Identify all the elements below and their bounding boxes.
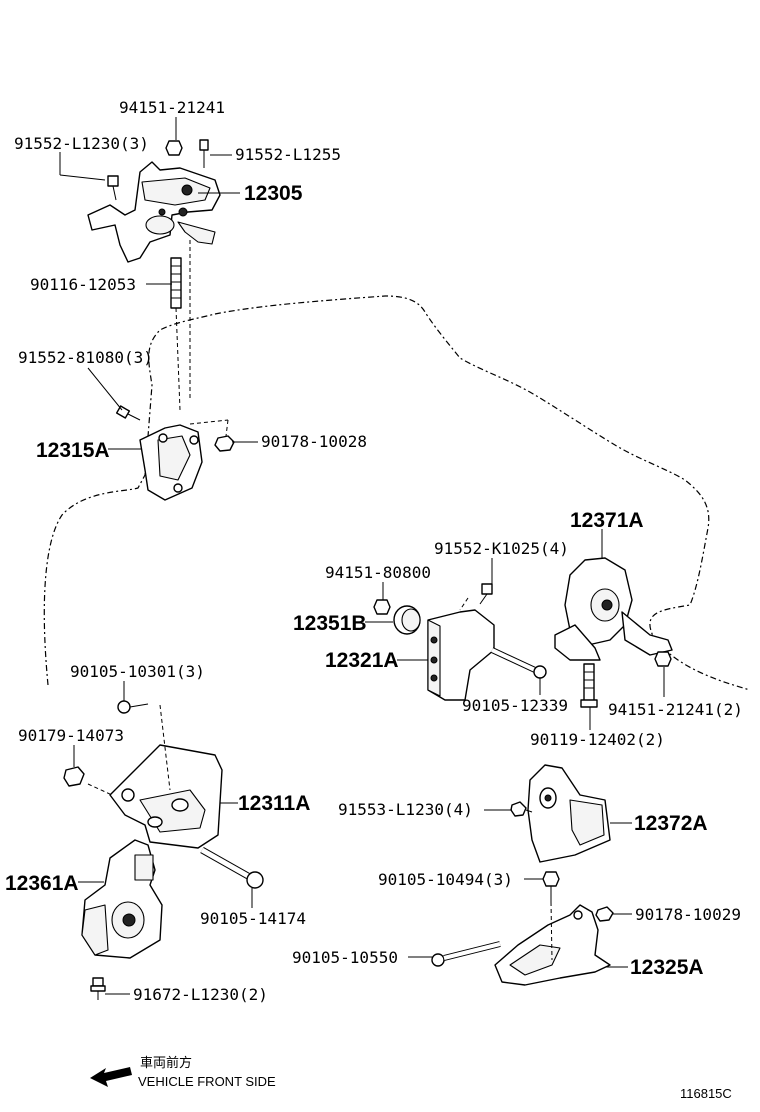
- bracket-12311A: [109, 744, 223, 849]
- bolt-91552-L1255: [199, 139, 209, 168]
- label-90119-12402-2: 90119-12402(2): [530, 730, 665, 749]
- bolt-90105-10301: [117, 700, 149, 714]
- nut-94151-80800: [373, 599, 391, 615]
- illustration-id: 116815C: [680, 1086, 732, 1101]
- label-90179-14073: 90179-14073: [18, 726, 124, 745]
- nut-90179-14073: [63, 766, 85, 787]
- bolt-90119-12402: [580, 663, 598, 708]
- nut-94151-21241: [165, 140, 183, 156]
- label-90105-10494-3: 90105-10494(3): [378, 870, 513, 889]
- label-12371A: 12371A: [570, 509, 644, 532]
- direction-english: VEHICLE FRONT SIDE: [138, 1074, 276, 1089]
- bolt-91672-L1230: [90, 977, 106, 1000]
- label-90105-10550: 90105-10550: [292, 948, 398, 967]
- engine-outline: [43, 295, 751, 691]
- bolt-91552-L1230: [107, 175, 119, 201]
- bolt-90105-10550: [431, 941, 501, 967]
- label-12321A: 12321A: [325, 649, 399, 672]
- engine-mount-12305: [87, 161, 221, 263]
- label-91552-L1230-3: 91552-L1230(3): [14, 134, 149, 153]
- label-90105-10301-3: 90105-10301(3): [70, 662, 205, 681]
- label-12305: 12305: [244, 182, 303, 205]
- bolt-90105-12339: [490, 647, 547, 679]
- label-94151-21241-2: 94151-21241(2): [608, 700, 743, 719]
- label-12361A: 12361A: [5, 872, 79, 895]
- nut-90178-10028: [214, 435, 235, 452]
- stud-90116-12053: [170, 257, 182, 309]
- bushing-12351B: [393, 605, 421, 635]
- bolt-90105-10494: [542, 871, 560, 902]
- label-12372A: 12372A: [634, 812, 708, 835]
- label-91552-K1025-4: 91552-K1025(4): [434, 539, 569, 558]
- label-12311A: 12311A: [238, 792, 310, 815]
- label-91553-L1230-4: 91553-L1230(4): [338, 800, 473, 819]
- bolt-90105-14174: [200, 846, 264, 889]
- bracket-12321A: [427, 609, 495, 701]
- label-90105-14174: 90105-14174: [200, 909, 306, 928]
- bracket-12325A: [494, 904, 611, 986]
- bracket-12315A: [139, 424, 203, 501]
- nut-90178-10029: [595, 906, 614, 922]
- label-90105-12339: 90105-12339: [462, 696, 568, 715]
- label-12351B: 12351B: [293, 612, 367, 635]
- bolt-91552-81080: [115, 405, 141, 421]
- insulator-12361A: [81, 839, 163, 959]
- direction-japanese: 車両前方: [140, 1055, 192, 1070]
- label-12315A: 12315A: [36, 439, 110, 462]
- vehicle-front-arrow-icon: [90, 1067, 132, 1087]
- label-90178-10029: 90178-10029: [635, 905, 741, 924]
- label-90178-10028: 90178-10028: [261, 432, 367, 451]
- bracket-12372A: [527, 764, 611, 863]
- label-90116-12053: 90116-12053: [30, 275, 136, 294]
- label-12325A: 12325A: [630, 956, 704, 979]
- bolt-91553-L1230: [510, 801, 533, 817]
- label-91552-L1255: 91552-L1255: [235, 145, 341, 164]
- label-94151-21241: 94151-21241: [119, 98, 225, 117]
- bolt-91552-K1025: [479, 583, 493, 605]
- nut-94151-21241-2: [654, 651, 672, 667]
- label-91672-L1230-2: 91672-L1230(2): [133, 985, 268, 1004]
- leader-lines: [59, 117, 665, 995]
- insulator-12371A: [554, 557, 673, 661]
- label-94151-80800: 94151-80800: [325, 563, 431, 582]
- label-91552-81080-3: 91552-81080(3): [18, 348, 153, 367]
